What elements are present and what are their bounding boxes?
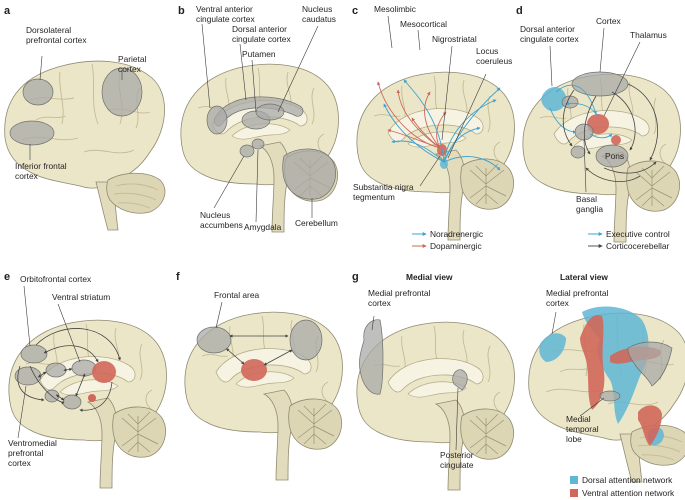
legend-ventral-swatch <box>570 489 578 497</box>
region-d-1 <box>561 95 579 109</box>
panel-letter-g: g <box>352 271 359 283</box>
legend-d: Executive control Corticocerebellar <box>588 229 670 251</box>
panel-letter-e: e <box>4 271 10 283</box>
region-e-1 <box>45 362 67 378</box>
panel-letter-f: f <box>176 271 180 283</box>
ventral-attention-3 <box>638 405 662 446</box>
legend-g: Dorsal attention network Ventral attenti… <box>570 475 675 498</box>
frontal-region-left <box>196 326 232 354</box>
mtl-region <box>599 390 621 402</box>
legend-executive: Executive control <box>606 229 670 239</box>
legend-c: Noradrenergic Dopaminergic <box>412 229 483 251</box>
panel-letter-a: a <box>4 5 11 17</box>
label-putamen: Putamen <box>242 49 276 59</box>
legend-ventral: Ventral attention network <box>582 488 675 498</box>
pons-region <box>595 144 629 168</box>
legend-dorsal-swatch <box>570 476 578 484</box>
legend-noradrenergic: Noradrenergic <box>430 229 483 239</box>
panel-f: f Frontal area <box>176 271 343 481</box>
heading-lateral: Lateral view <box>560 272 608 282</box>
posterior-cingulate-region <box>452 369 468 391</box>
accumbens-region <box>239 144 255 158</box>
region-d-2 <box>570 145 586 159</box>
ventral-attention-1 <box>580 315 605 410</box>
caudate-region <box>255 103 285 121</box>
ofc-region-1 <box>20 344 48 364</box>
amygdala-region <box>251 138 265 150</box>
heading-medial: Medial view <box>406 272 453 282</box>
label-frontal: Frontal area <box>214 290 259 300</box>
label-cerebellum: Cerebellum <box>295 218 338 228</box>
region-e-dot <box>88 394 96 402</box>
label-mesolimbic: Mesolimbic <box>374 4 416 14</box>
panel-letter-d: d <box>516 5 523 17</box>
vacc-region <box>206 105 228 135</box>
frontal-region-center <box>241 359 267 381</box>
region-e-2 <box>62 394 82 410</box>
label-pons: Pons <box>605 151 624 161</box>
legend-dorsal: Dorsal attention network <box>582 475 673 485</box>
panel-letter-b: b <box>178 5 185 17</box>
label-mesocortical: Mesocortical <box>400 19 447 29</box>
label-cortex: Cortex <box>596 16 621 26</box>
label-amygdala: Amygdala <box>244 222 282 232</box>
dlpfc-region <box>22 78 54 106</box>
label-nigrostriatal: Nigrostriatal <box>432 34 477 44</box>
panel-letter-c: c <box>352 5 358 17</box>
frontal-region-right <box>289 319 323 361</box>
label-vs: Ventral striatum <box>52 292 110 302</box>
legend-corticocerebellar: Corticocerebellar <box>606 241 670 251</box>
dorsal-attention-2 <box>539 333 566 362</box>
panel-g: g Medial view Lateral view Medial prefro… <box>352 271 685 498</box>
region-e-red <box>92 361 116 383</box>
region-d-3 <box>611 135 621 145</box>
label-thalamus: Thalamus <box>630 30 667 40</box>
parietal-region <box>101 67 143 117</box>
dacc-region-d <box>541 87 567 112</box>
panel-e: e Orbitofrontal cortex Ventral striatum … <box>4 271 167 489</box>
lateral-region-right <box>627 341 673 387</box>
ifc-region <box>9 120 55 146</box>
label-ofc: Orbitofrontal cortex <box>20 274 92 284</box>
legend-dopaminergic: Dopaminergic <box>430 241 482 251</box>
panel-c: c Mesolimbic Mesocortical Nigrostriatal … <box>352 4 515 251</box>
cerebellum-region <box>282 148 336 200</box>
